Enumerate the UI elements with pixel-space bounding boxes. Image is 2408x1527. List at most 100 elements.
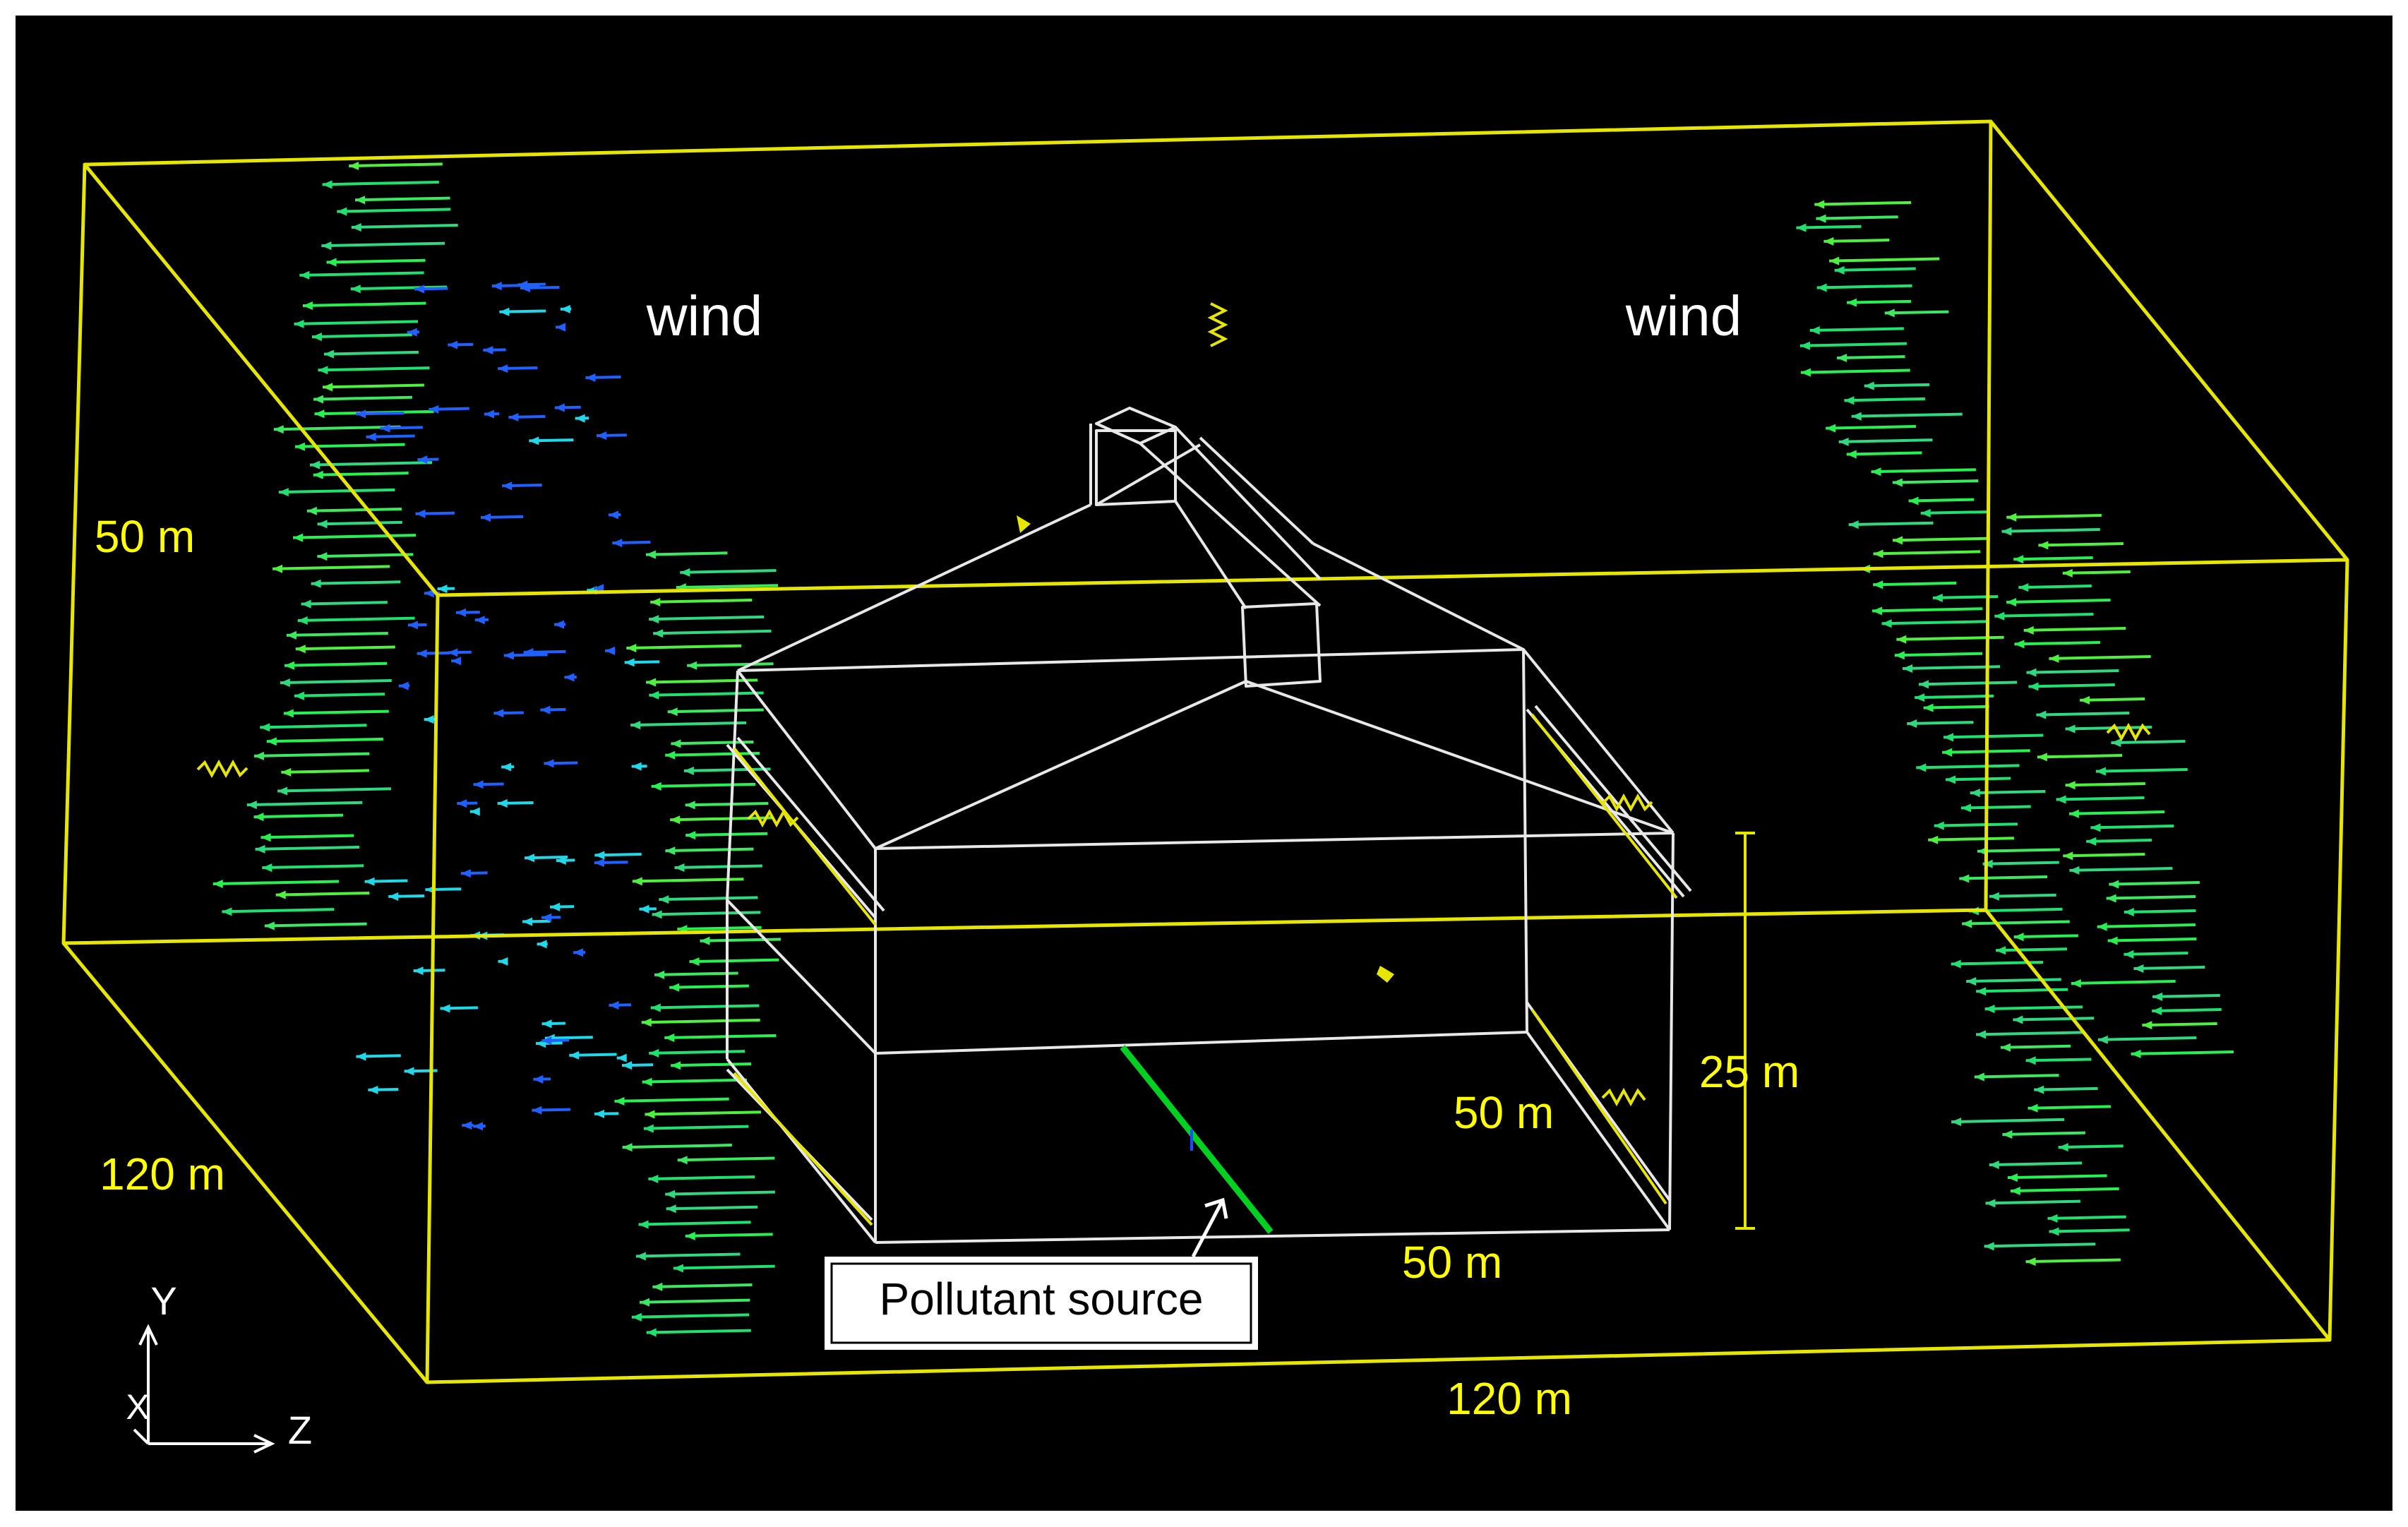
wind-vector (630, 721, 747, 727)
wind-vector-head (2111, 738, 2121, 748)
wind-vector-head (1873, 549, 1883, 558)
wind-vector (1966, 978, 2061, 983)
z-axis-arrowhead (253, 1434, 275, 1454)
wind-vector (631, 1313, 750, 1319)
roof-edge (875, 680, 1247, 850)
roof-edge (1174, 500, 1247, 610)
wind-vector (253, 813, 344, 819)
wind-vector-head (2014, 640, 2025, 649)
wind-vector-head (2006, 597, 2017, 606)
wind-vector-head (429, 405, 439, 414)
wind-vector-head (2071, 978, 2081, 988)
wind-vector (1989, 1161, 2083, 1167)
wind-vector (260, 834, 354, 839)
wind-vector-head (2034, 1085, 2044, 1094)
wind-vector-head (1873, 580, 1883, 589)
wind-vector-head (260, 833, 271, 842)
wind-vector (306, 508, 402, 513)
wind-vector-head (523, 648, 534, 657)
wind-vector (1844, 397, 1925, 402)
roof-edge (1174, 426, 1322, 580)
height-dimension-marker (1735, 832, 1755, 1230)
eave-edge (736, 736, 885, 912)
building-edge (736, 669, 877, 850)
wind-vector (1994, 613, 2094, 618)
wind-vector (2065, 726, 2152, 731)
wind-vector-head (337, 207, 347, 216)
slat-line (1531, 713, 1678, 899)
wind-vector (1848, 521, 1934, 527)
wind-vector (2013, 934, 2078, 939)
wind-vector-head (2107, 936, 2118, 945)
wind-vector-head (501, 762, 512, 772)
wind-vector-head (522, 917, 533, 926)
wind-vector (1907, 721, 1974, 726)
wind-vector-head (689, 957, 700, 966)
wind-vector (1872, 607, 1983, 613)
wind-vector-head (398, 681, 409, 690)
wind-vector (2028, 683, 2115, 688)
wind-vector-head (659, 895, 669, 904)
wind-vector-head (517, 280, 528, 289)
wind-vector (337, 208, 451, 213)
wind-vector (1846, 451, 1922, 456)
wind-vector-head (1834, 265, 1845, 275)
wind-vector-head (1934, 821, 1944, 830)
wind-vector-head (460, 869, 471, 878)
wind-vector-head (448, 340, 458, 349)
wind-vector (1871, 468, 1976, 474)
wind-vector-head (1974, 1072, 1984, 1082)
domain-edge (1989, 120, 2349, 561)
wind-vector-head (413, 966, 424, 976)
wind-vector (626, 644, 742, 650)
wind-vector (294, 693, 385, 697)
wind-vector (295, 645, 395, 651)
wind-vector-head (544, 759, 554, 768)
wind-vector-head (685, 801, 695, 810)
wind-vector-head (473, 1122, 484, 1131)
wind-vector-head (1872, 606, 1883, 616)
wind-vector-head (648, 1174, 659, 1183)
domain-edge (83, 163, 439, 597)
wind-vector (2007, 1174, 2107, 1180)
wind-vector-head (2131, 1049, 2141, 1058)
pollutant-source-callout-inner (830, 1262, 1252, 1344)
wind-vector-head (631, 762, 642, 771)
wind-vector-head (1844, 396, 1855, 405)
y-axis-arrowhead (138, 1324, 158, 1346)
wind-vector (1975, 1031, 2085, 1036)
wind-vector-head (671, 1061, 681, 1070)
wind-vector (677, 926, 762, 931)
wind-vector-head (275, 890, 286, 899)
axis-label-x: X (126, 1387, 149, 1427)
wind-vector-head (2097, 922, 2107, 931)
wind-vector (2026, 669, 2119, 674)
wind-vector-head (2080, 695, 2090, 705)
wind-vector (2152, 1008, 2222, 1012)
roof-edge (1312, 542, 1524, 651)
wind-vector (317, 553, 414, 558)
wind-vector-head (677, 1156, 688, 1165)
wind-vector-head (646, 1328, 657, 1337)
wind-vector (2056, 796, 2145, 801)
wind-vector (1915, 694, 1994, 700)
wind-vector-head (643, 1124, 654, 1133)
wind-vector (246, 801, 363, 807)
wind-vector (659, 896, 758, 902)
wind-vector-head (356, 1052, 366, 1061)
wind-vector (253, 752, 370, 757)
wind-vector-head (2133, 964, 2144, 974)
wind-vector (255, 845, 359, 851)
wind-vector (676, 584, 779, 589)
wind-vector-head (309, 460, 320, 469)
wind-vector-head (1915, 693, 1925, 702)
wind-vector-head (594, 851, 605, 860)
wind-vector-head (351, 222, 361, 232)
wind-vector (262, 864, 364, 870)
wind-vector-head (2036, 710, 2047, 719)
wind-vector-head (2062, 568, 2073, 577)
wind-vector-head (645, 550, 656, 559)
wind-vector-head (1962, 919, 1972, 928)
wind-vector-head (556, 323, 566, 332)
wind-vector-head (685, 1231, 695, 1240)
